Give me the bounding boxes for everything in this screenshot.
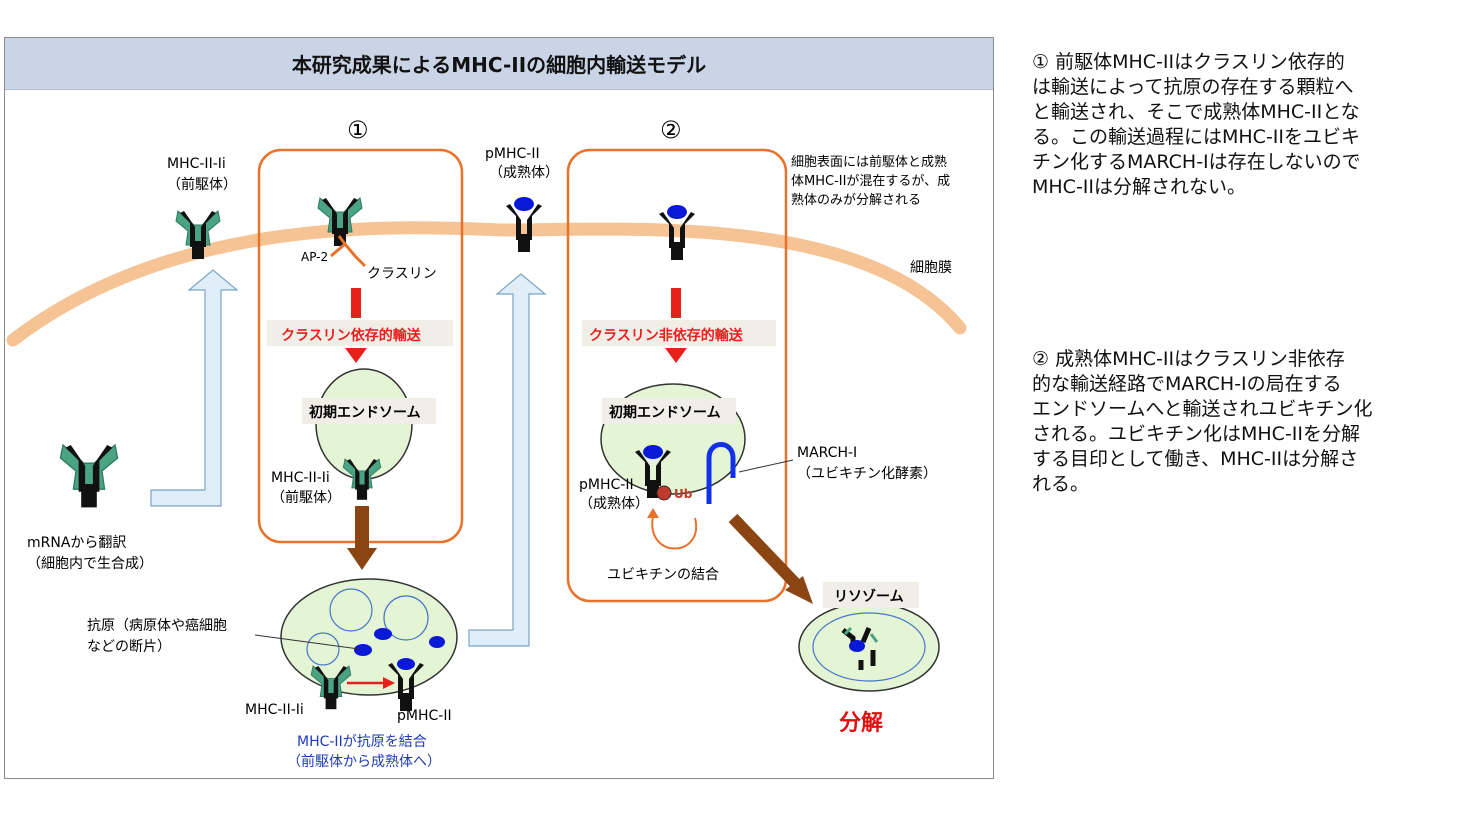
- red-arrow-head-2: [665, 348, 687, 363]
- ub-label: Ub: [674, 487, 693, 501]
- surface-note-line2: 体MHC-IIが混在するが、成: [791, 174, 950, 189]
- side-para2-line5: する目印として働き、MHC-IIは分解さ: [1032, 448, 1359, 470]
- degraded-mhc-icon: [841, 627, 876, 670]
- ap2-label: AP-2: [301, 250, 328, 264]
- mature-label-line2: （成熟体）: [489, 165, 559, 181]
- early-endosome-2-label: 初期エンドソーム: [609, 404, 721, 421]
- antigen-label-line1: 抗原（病原体や癌細胞: [87, 618, 227, 634]
- side-para1-line5: チン化するMARCH-Iは存在しないので: [1032, 151, 1361, 173]
- side-para2-line3: エンドソームへと輸送されユビキチン化: [1032, 398, 1373, 420]
- ubiquitin-cycle-arrow: [651, 515, 698, 550]
- mhc-translation-icon: [60, 445, 117, 507]
- ubiquitin-icon: [656, 485, 672, 501]
- model-figure: 本研究成果によるMHC-IIの細胞内輸送モデル 細胞膜 ① ② MHC-II-I…: [4, 37, 994, 779]
- step1-marker: ①: [347, 116, 369, 144]
- biosynthesis-up-arrow: [150, 269, 239, 507]
- march-pointer: [738, 459, 794, 473]
- side-para2-line2: 的な輸送経路でMARCH-Iの局在する: [1032, 373, 1342, 395]
- box-step2: [566, 148, 788, 603]
- surface-note-line3: 熟体のみが分解される: [791, 192, 921, 208]
- lysosome-label: リソゾーム: [834, 588, 904, 605]
- endosome-mhc-label-line1: MHC-II-Ii: [271, 470, 330, 486]
- side-para2-line1: ② 成熟体MHC-IIはクラスリン非依存: [1032, 348, 1345, 370]
- surface-note-line1: 細胞表面には前駆体と成熟: [791, 154, 947, 170]
- antigen-pointer: [254, 634, 360, 650]
- side-para1-line1: ① 前駆体MHC-IIはクラスリン依存的: [1032, 51, 1345, 73]
- cell-membrane: [6, 221, 967, 347]
- bottom-mhc-ii-label: MHC-II-Ii: [245, 702, 304, 718]
- red-arrow-stem-1: [351, 288, 361, 318]
- transport2-label-bg: [582, 320, 776, 346]
- march-enzyme-icon: [706, 442, 736, 504]
- precursor-label-line1: MHC-II-Ii: [167, 156, 226, 172]
- side-para2-line6: れる。: [1032, 473, 1090, 495]
- side-para1-line6: MHC-IIは分解されない。: [1032, 176, 1247, 198]
- side-para2-line4: される。ユビキチン化はMHC-IIを分解: [1032, 423, 1361, 445]
- clathrin-dep-transport: クラスリン依存的輸送: [281, 327, 422, 344]
- step2-marker: ②: [660, 116, 682, 144]
- transport1-label-bg: [267, 320, 453, 346]
- bottom-pmhc-label: pMHC-II: [397, 708, 452, 724]
- granule-to-surface-arrow: [468, 273, 547, 647]
- brown-arrow-stem-2: [728, 513, 800, 588]
- precursor-label-line2: （前駆体）: [167, 176, 237, 193]
- membrane-label: 細胞膜: [910, 260, 952, 276]
- lysosome-label-bg: [823, 582, 919, 608]
- antigen-3: [354, 644, 372, 656]
- binding-caption-line1: MHC-IIが抗原を結合: [297, 734, 427, 750]
- antigen-label-line2: などの断片）: [87, 639, 171, 655]
- march-label-line1: MARCH-I: [797, 445, 857, 461]
- clathrin-indep-transport: クラスリン非依存的輸送: [589, 327, 744, 344]
- antigen-granule: [280, 578, 458, 696]
- clathrin-label: クラスリン: [367, 266, 437, 282]
- pmhc-box2-label-line2: （成熟体）: [579, 496, 649, 512]
- binding-caption-line2: （前駆体から成熟体へ）: [287, 753, 441, 770]
- ubiquitin-binding-label: ユビキチンの結合: [607, 567, 719, 583]
- translation-label-line2: （細胞内で生合成）: [27, 556, 153, 572]
- diagram-canvas: 細胞膜 ① ② MHC-II-Ii （前駆体） mRNAから翻訳 （細胞内で生合…: [6, 116, 967, 770]
- antigen-2: [429, 636, 445, 648]
- endosome1-label-bg: [302, 398, 436, 424]
- lysosome: [798, 602, 940, 692]
- pmhc-box2-label-line1: pMHC-II: [579, 477, 634, 493]
- red-arrow-stem-2: [671, 288, 681, 318]
- translation-label-line1: mRNAから翻訳: [27, 535, 126, 551]
- side-para1-line2: は輸送によって抗原の存在する顆粒へ: [1032, 76, 1354, 98]
- red-arrow-head-1: [345, 348, 367, 363]
- endosome-mhc-label-line2: （前駆体）: [271, 489, 341, 506]
- endosome2-label-bg: [602, 398, 736, 424]
- brown-arrow-head-1: [347, 548, 377, 570]
- degradation-label: 分解: [839, 710, 883, 736]
- early-endosome-1-label: 初期エンドソーム: [309, 404, 421, 421]
- clathrin-icon: [330, 235, 367, 268]
- brown-arrow-head-2: [785, 576, 813, 604]
- march-label-line2: （ユビキチン化酵素）: [797, 466, 937, 482]
- mature-label-line1: pMHC-II: [485, 146, 540, 162]
- side-paragraph-2: ② 成熟体MHC-IIはクラスリン非依存 的な輸送経路でMARCH-Iの局在する…: [1032, 347, 1452, 497]
- antigen-1: [374, 628, 392, 640]
- side-para1-line4: る。この輸送過程にはMHC-IIをユビキ: [1032, 126, 1361, 148]
- side-para1-line3: と輸送され、そこで成熟体MHC-IIとな: [1032, 101, 1360, 123]
- figure-title: 本研究成果によるMHC-IIの細胞内輸送モデル: [5, 38, 993, 90]
- side-paragraph-1: ① 前駆体MHC-IIはクラスリン依存的 は輸送によって抗原の存在する顆粒へ と…: [1032, 50, 1452, 200]
- brown-arrow-stem-1: [355, 506, 369, 550]
